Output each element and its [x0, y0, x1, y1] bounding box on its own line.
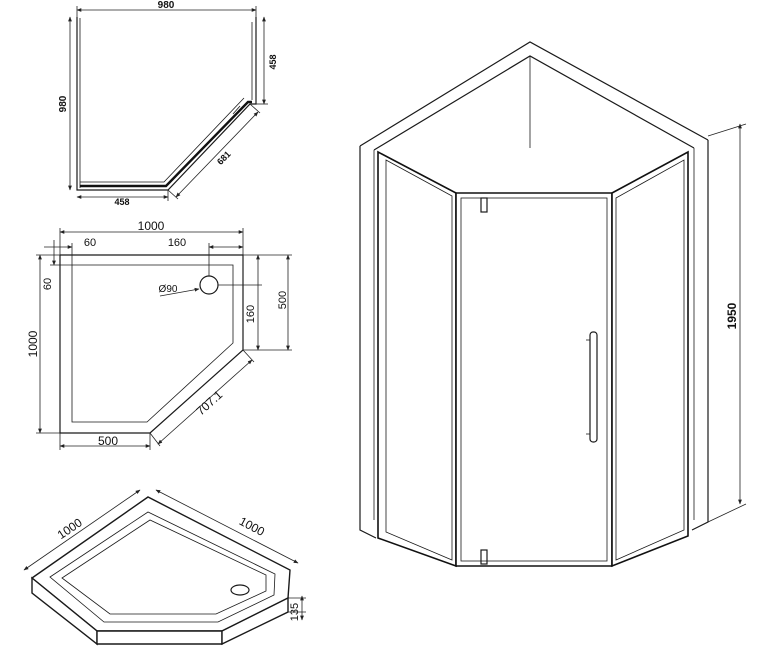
top-diagonal-label: 681	[215, 149, 233, 167]
enclosure-roof-outer	[359, 41, 709, 147]
tray-diagonal-label: 707.1	[193, 388, 225, 419]
enclosure-height-label: 1950	[725, 302, 739, 329]
top-depth-label: 980	[58, 95, 69, 112]
hinge-bottom-icon	[480, 549, 488, 565]
iso-height-label: 135	[289, 603, 301, 621]
top-width-label: 980	[158, 0, 175, 11]
tray-iso-basin	[49, 511, 276, 623]
left-glass-panel	[377, 150, 457, 568]
top-view-glass	[80, 100, 252, 188]
tray-side-right-label: 500	[277, 291, 289, 309]
tray-plan-view: Ø90 1000 60 160 1000 60 160 500	[26, 219, 292, 450]
tray-offset-x-label: 60	[84, 237, 96, 249]
top-view-outline	[76, 17, 257, 191]
hinge-top-icon	[480, 197, 488, 213]
enclosure-perspective-view: 1950	[359, 41, 747, 568]
tray-width-label: 1000	[138, 219, 165, 233]
tray-depth-label: 1000	[26, 330, 40, 357]
tray-offset-y-label: 60	[42, 278, 54, 290]
tray-drain-y-label: 160	[245, 305, 257, 323]
door-handle	[589, 331, 598, 443]
tray-isometric-view: 1000 1000 135	[23, 489, 306, 646]
tray-drain	[199, 275, 219, 295]
right-glass-panel	[611, 150, 689, 568]
top-side-bottom-label: 458	[114, 197, 129, 207]
door-panel	[455, 192, 613, 567]
drain-diameter-label: Ø90	[159, 284, 178, 295]
tray-side-bottom-label: 500	[98, 434, 118, 448]
tray-iso-drain	[230, 584, 250, 596]
tray-drain-x-label: 160	[168, 237, 186, 249]
top-view-plan: 980 980 458 458 681	[58, 0, 278, 207]
iso-right-label: 1000	[237, 514, 267, 539]
top-side-right-label: 458	[268, 54, 278, 69]
